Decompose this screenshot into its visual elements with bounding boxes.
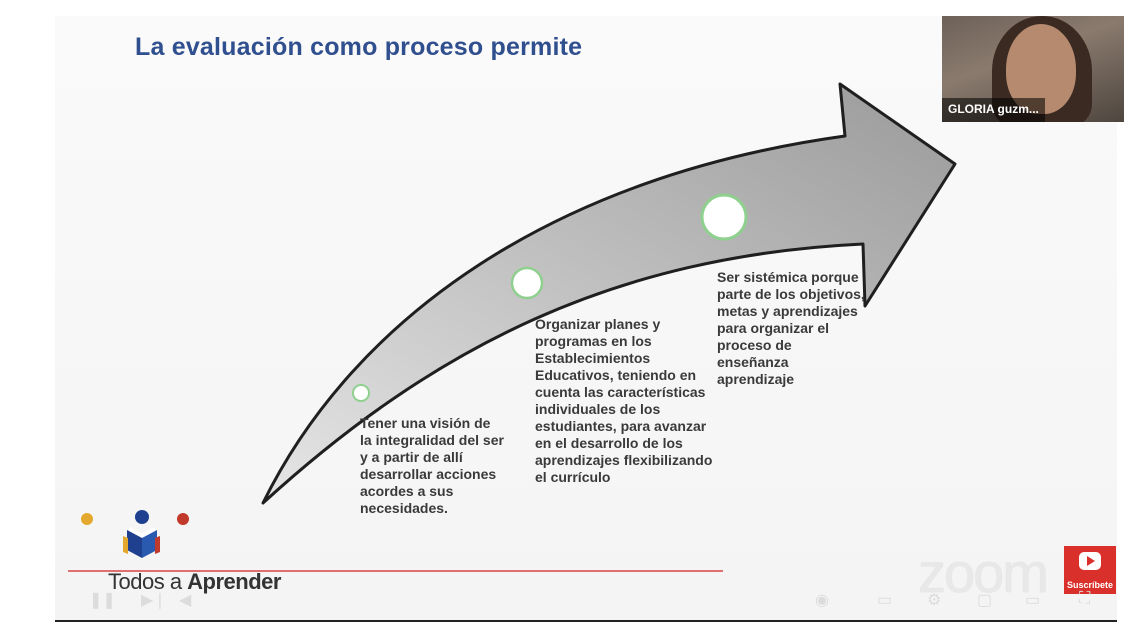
fullscreen-icon[interactable]: ⛶ [1079, 590, 1091, 607]
video-controls-bar: ❚❚ ▶❘ ◀ ◉ ▭ ⚙ ▢ ▭ ⛶ [55, 584, 1117, 618]
arrow-shape [261, 82, 957, 505]
milestone-text-2: Organizar planes y programas en los Esta… [535, 316, 713, 485]
todos-a-aprender-logo-icon [81, 510, 189, 558]
participant-name-tag: GLORIA guzm... [942, 98, 1045, 122]
volume-icon[interactable]: ◀ [179, 592, 192, 609]
youtube-subscribe-button[interactable]: Suscríbete [1064, 546, 1116, 594]
milestone-text-3: Ser sistémica porque parte de los objeti… [717, 269, 865, 387]
milestone-large [700, 193, 748, 241]
milestone-small [352, 384, 370, 402]
logo-text: Todos a Aprender [108, 569, 281, 594]
milestone-text-1: Tener una visión de la integralidad del … [360, 415, 504, 516]
settings-gear-icon[interactable]: ⚙ [927, 592, 942, 609]
miniplayer-icon[interactable]: ▢ [977, 592, 993, 609]
theater-mode-icon[interactable]: ▭ [1025, 592, 1041, 609]
zoom-watermark: zoom [918, 541, 1049, 604]
pause-icon[interactable]: ❚❚ [89, 592, 116, 609]
autoplay-toggle-icon[interactable]: ◉ [815, 592, 829, 609]
footer-divider [68, 570, 723, 572]
slide-title: La evaluación como proceso permite [135, 33, 583, 61]
captions-icon[interactable]: ▭ [877, 592, 893, 609]
subscribe-label: Suscríbete [1066, 580, 1114, 590]
presentation-slide: La evaluación como proceso permite Tener… [55, 16, 1117, 622]
growth-arrow-graphic [261, 82, 957, 505]
youtube-play-icon [1079, 552, 1101, 570]
milestone-medium [510, 266, 544, 300]
next-icon[interactable]: ▶❘ [141, 592, 167, 609]
participant-video-tile[interactable]: GLORIA guzm... [942, 16, 1124, 122]
